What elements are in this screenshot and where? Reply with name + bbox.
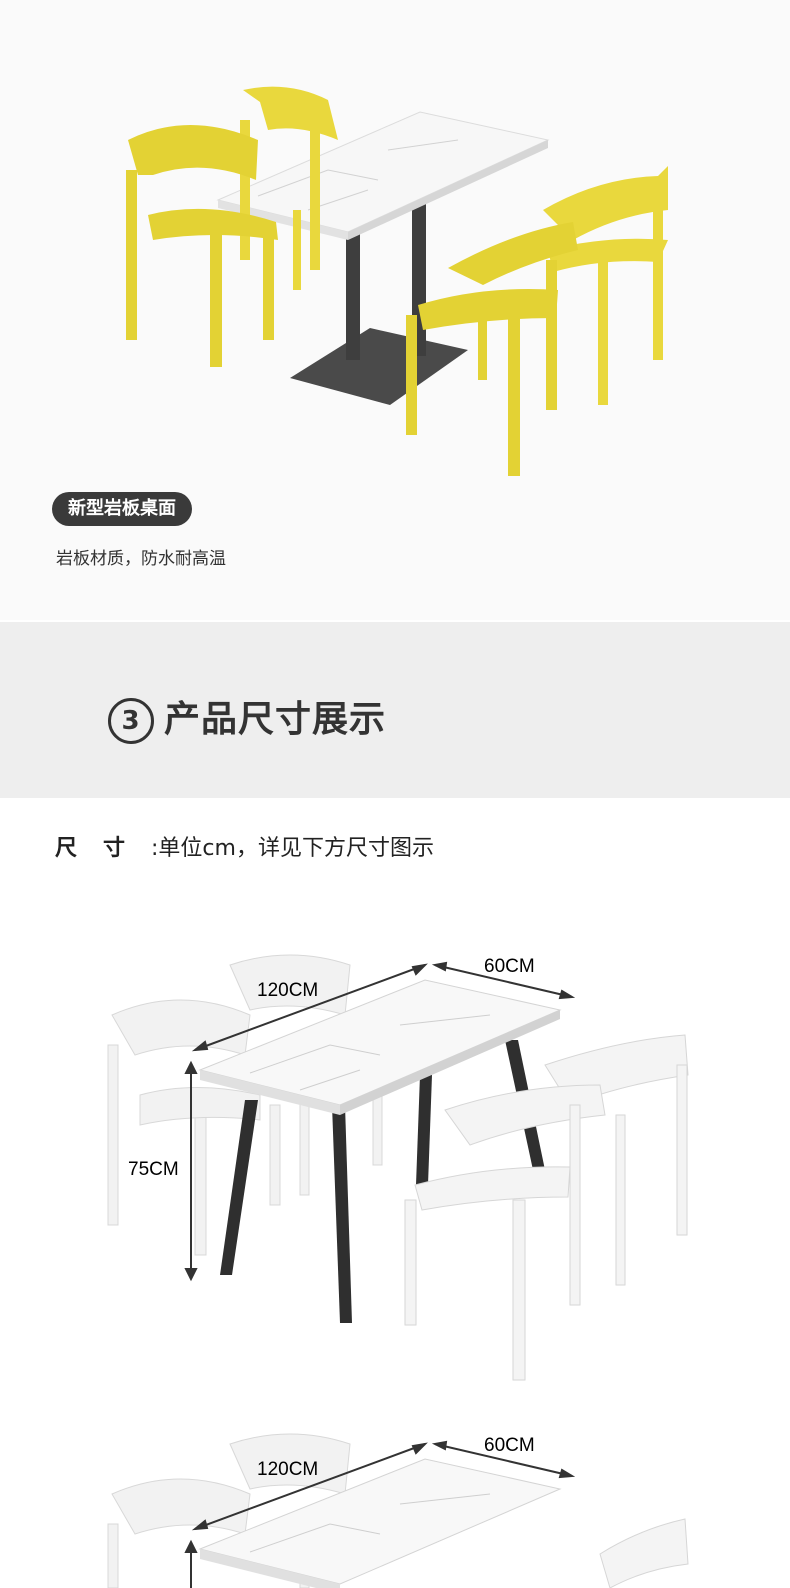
hero-section: 新型岩板桌面 岩板材质，防水耐高温 [0, 0, 790, 620]
feature-description: 岩板材质，防水耐高温 [56, 549, 226, 569]
size-value: :单位cm，详见下方尺寸图示 [151, 836, 434, 861]
length-label-2: 120CM [257, 1459, 318, 1480]
section-number-badge: 3 [108, 698, 154, 744]
height-label: 75CM [128, 1159, 179, 1180]
feature-badge: 新型岩板桌面 [52, 492, 192, 526]
section-title-text: 产品尺寸展示 [164, 699, 387, 740]
length-label: 120CM [257, 980, 318, 1001]
product-image-yellow-chairs [126, 86, 668, 476]
size-info: 尺寸:单位cm，详见下方尺寸图示 [55, 830, 434, 862]
size-label: 尺寸 [55, 836, 152, 861]
width-label: 60CM [484, 956, 535, 977]
width-label-2: 60CM [484, 1435, 535, 1456]
dimension-diagram-1: 120CM 60CM 75CM [107, 954, 689, 1381]
dimension-diagram-2: 120CM 60CM [107, 1433, 689, 1588]
